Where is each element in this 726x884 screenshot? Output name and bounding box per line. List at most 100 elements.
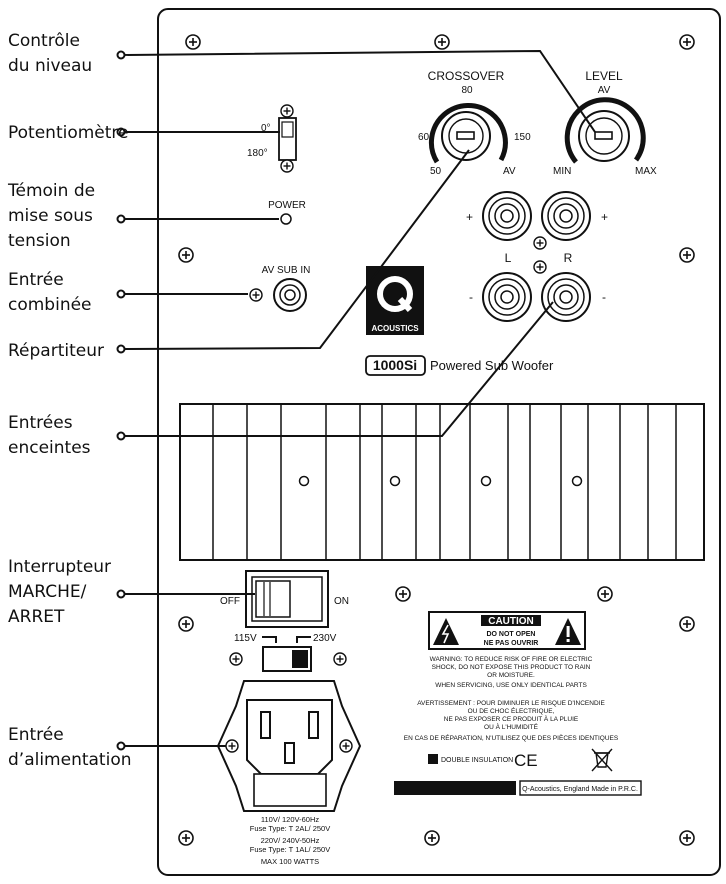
crossover-av-label: AV bbox=[503, 166, 516, 177]
screw-icon bbox=[339, 739, 353, 753]
high-voltage-icon bbox=[433, 618, 459, 645]
crossover-knob[interactable] bbox=[428, 102, 508, 164]
svg-text:OU DE CHOC ÉLECTRIQUE,: OU DE CHOC ÉLECTRIQUE, bbox=[468, 706, 555, 715]
speaker-minus-left: - bbox=[469, 290, 473, 304]
svg-text:AVERTISSEMENT : POUR DIMINUER: AVERTISSEMENT : POUR DIMINUER LE RISQUE … bbox=[417, 700, 605, 707]
voltage-selector[interactable] bbox=[229, 646, 347, 672]
power-indicator-label: POWER bbox=[268, 200, 306, 211]
phase-switch[interactable] bbox=[278, 104, 297, 173]
model-badge: 1000Si bbox=[373, 357, 417, 373]
screw-icon bbox=[225, 739, 239, 753]
svg-text:WARNING: TO REDUCE RISK OF FIR: WARNING: TO REDUCE RISK OF FIRE OR ELECT… bbox=[430, 656, 593, 663]
fuse-line: 220V/ 240V-50Hz bbox=[261, 836, 320, 845]
warning-icon bbox=[555, 618, 581, 645]
warning-text: WARNING: TO REDUCE RISK OF FIRE OR ELECT… bbox=[430, 656, 593, 689]
screw-icon bbox=[533, 236, 547, 250]
callout-power-input: Entrée d’alimentation bbox=[8, 725, 132, 770]
made-in-box bbox=[519, 780, 642, 796]
screw-icon bbox=[679, 247, 695, 263]
iec-power-inlet[interactable] bbox=[216, 680, 362, 812]
speaker-minus-right: - bbox=[602, 290, 606, 304]
av-sub-in-label: AV SUB IN bbox=[262, 265, 311, 276]
screw-icon bbox=[280, 159, 294, 173]
level-min-label: MIN bbox=[553, 166, 571, 177]
crossover-80-label: 80 bbox=[461, 85, 473, 96]
weee-bin-icon bbox=[591, 748, 613, 772]
crossover-150-label: 150 bbox=[514, 132, 531, 143]
fuse-line: 110V/ 120V-60Hz bbox=[261, 815, 319, 824]
screw-icon bbox=[679, 616, 695, 632]
terminal-left-plus bbox=[482, 191, 532, 241]
avertissement-text: AVERTISSEMENT : POUR DIMINUER LE RISQUE … bbox=[404, 700, 619, 742]
crossover-50-label: 50 bbox=[430, 166, 442, 177]
screw-icon bbox=[597, 586, 613, 602]
screw-icon bbox=[280, 104, 294, 118]
terminal-right-minus bbox=[541, 272, 591, 322]
caution-ne-pas-ouvrir: NE PAS OUVRIR bbox=[484, 640, 539, 647]
power-led bbox=[280, 213, 292, 225]
screw-icon bbox=[229, 652, 243, 666]
screw-icon bbox=[434, 34, 450, 50]
svg-text:OR MOISTURE.: OR MOISTURE. bbox=[487, 672, 535, 679]
panel-screws bbox=[178, 34, 695, 846]
screw-icon bbox=[395, 586, 411, 602]
callout-speaker-inputs: Entrées enceintes bbox=[8, 413, 91, 458]
phase-0-label: 0° bbox=[261, 123, 271, 134]
av-sub-in-jack[interactable] bbox=[249, 278, 307, 312]
caution-title: CAUTION bbox=[488, 616, 534, 627]
screw-icon bbox=[178, 830, 194, 846]
screw-icon bbox=[333, 652, 347, 666]
leader-lines bbox=[120, 49, 596, 747]
screw-icon bbox=[679, 830, 695, 846]
model-description: Powered Sub Woofer bbox=[430, 358, 554, 373]
level-title: LEVEL bbox=[585, 69, 623, 83]
svg-text:NE PAS EXPOSER CE PRODUIT À LA: NE PAS EXPOSER CE PRODUIT À LA PLUIE bbox=[444, 714, 579, 723]
fuse-info: 110V/ 120V-60Hz Fuse Type: T 2AL/ 250V 2… bbox=[250, 815, 330, 866]
screw-icon bbox=[178, 247, 194, 263]
q-acoustics-logo: ACOUSTICS bbox=[366, 266, 424, 335]
speaker-r-label: R bbox=[564, 251, 573, 265]
level-max-label: MAX bbox=[635, 166, 657, 177]
level-av-label: AV bbox=[598, 85, 611, 96]
screw-icon bbox=[178, 616, 194, 632]
logo-acoustics-text: ACOUSTICS bbox=[371, 324, 419, 333]
voltage-115-label: 115V bbox=[234, 633, 257, 644]
speaker-plus-left: + bbox=[466, 210, 473, 224]
terminal-right-plus bbox=[541, 191, 591, 241]
serial-bar bbox=[394, 781, 516, 795]
callout-potentiometer: Potentiomètre bbox=[8, 123, 129, 143]
callout-crossover: Répartiteur bbox=[8, 341, 104, 361]
switch-off-label: OFF bbox=[220, 596, 240, 607]
ce-mark: CE bbox=[514, 751, 538, 770]
callout-power-indicator: Témoin de mise sous tension bbox=[7, 181, 100, 251]
double-insulation-label: DOUBLE INSULATION bbox=[441, 757, 513, 764]
level-knob[interactable] bbox=[564, 97, 646, 164]
screw-icon bbox=[679, 34, 695, 50]
fuse-line: MAX 100 WATTS bbox=[261, 857, 319, 866]
crossover-title: CROSSOVER bbox=[428, 69, 505, 83]
fuse-line: Fuse Type: T 2AL/ 250V bbox=[250, 824, 330, 833]
power-switch[interactable] bbox=[245, 570, 329, 628]
screw-icon bbox=[424, 830, 440, 846]
model-badge-box bbox=[365, 355, 426, 376]
screw-icon bbox=[533, 260, 547, 274]
voltage-230-label: 230V bbox=[313, 633, 337, 644]
speaker-l-label: L bbox=[505, 251, 512, 265]
speaker-terminals[interactable] bbox=[482, 191, 591, 322]
switch-on-label: ON bbox=[334, 596, 349, 607]
double-insulation-icon bbox=[428, 754, 438, 764]
screw-icon bbox=[185, 34, 201, 50]
callout-combined-input: Entrée combinée bbox=[8, 270, 92, 315]
leader-dots bbox=[116, 50, 126, 751]
caution-do-not-open: DO NOT OPEN bbox=[486, 631, 535, 638]
terminal-left-minus bbox=[482, 272, 532, 322]
crossover-60-label: 60 bbox=[418, 132, 430, 143]
callout-level-control: Contrôle du niveau bbox=[8, 31, 92, 76]
svg-text:EN CAS DE RÉPARATION, N'UTILIS: EN CAS DE RÉPARATION, N'UTILISEZ QUE DES… bbox=[404, 733, 619, 742]
heatsink bbox=[179, 403, 705, 561]
phase-180-label: 180° bbox=[247, 148, 268, 159]
made-in-label: Q-Acoustics, England Made in P.R.C. bbox=[522, 786, 638, 793]
callout-switch: Interrupteur MARCHE/ ARRET bbox=[8, 557, 116, 627]
